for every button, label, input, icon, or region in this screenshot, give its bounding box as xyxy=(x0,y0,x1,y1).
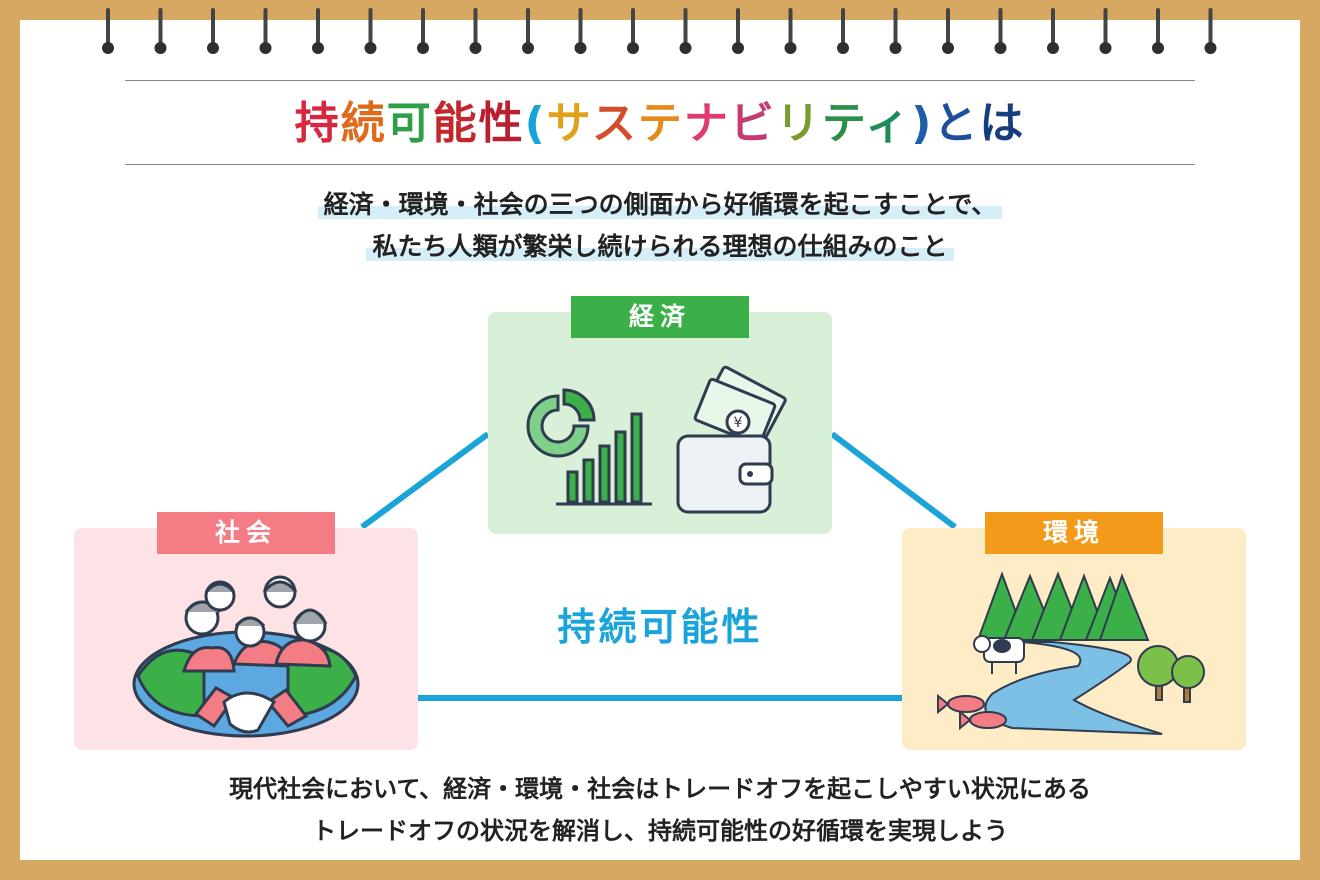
fish-icon xyxy=(937,693,1007,731)
title-char: ( xyxy=(524,98,547,149)
title-char: ィ xyxy=(865,98,912,149)
title-char: は xyxy=(979,98,1026,149)
environment-illustration xyxy=(937,571,1205,735)
pie-chart-icon xyxy=(526,388,596,458)
title-char: リ xyxy=(775,98,822,149)
svg-text:¥: ¥ xyxy=(734,415,743,431)
footer-line-2: トレードオフの状況を解消し、持続可能性の好循環を実現しよう xyxy=(312,817,1008,845)
title-char: サ xyxy=(546,98,592,149)
society-tag: 社会 xyxy=(157,512,335,554)
title-char: 能 xyxy=(432,98,479,149)
title-char: 可 xyxy=(386,98,433,149)
title-char: ビ xyxy=(729,98,776,149)
handshake-icon xyxy=(193,686,309,734)
title-char: テ xyxy=(821,98,866,149)
wallet-icon xyxy=(676,434,774,514)
bar-chart-icon xyxy=(556,412,652,506)
river-icon xyxy=(984,641,1163,735)
lead-text: 経済・環境・社会の三つの側面から好循環を起こすことで、 私たち人類が繁栄し続けら… xyxy=(0,184,1320,268)
center-label: 持続可能性 xyxy=(557,605,763,649)
yen-bill-icon: ¥ xyxy=(693,365,787,447)
title-char: テ xyxy=(637,98,684,149)
fruit-tree-icon xyxy=(1137,645,1205,703)
lead-line-2: 私たち人類が繁栄し続けられる理想の仕組みのこと xyxy=(366,232,954,261)
bottom-rule xyxy=(125,164,1195,165)
forest-icon xyxy=(976,571,1150,641)
title-char: 持 xyxy=(294,98,341,149)
cow-icon xyxy=(973,635,1025,674)
notebook-rings-icon xyxy=(102,8,1217,54)
title-char: ナ xyxy=(683,98,730,149)
lead-line-1: 経済・環境・社会の三つの側面から好循環を起こすことで、 xyxy=(317,190,1003,219)
page-title: 持続可能性(サステナビリティ)とは xyxy=(0,88,1320,160)
economy-tag: 経済 xyxy=(571,296,749,338)
top-rule xyxy=(125,80,1195,81)
footer-text: 現代社会において、経済・環境・社会はトレードオフを起こしやすい状況にある トレー… xyxy=(0,768,1320,852)
title-char: ス xyxy=(591,98,638,149)
environment-tag: 環境 xyxy=(985,512,1163,554)
society-illustration xyxy=(132,575,360,738)
title-char: 続 xyxy=(340,98,387,149)
title-char: と xyxy=(933,98,980,149)
footer-line-1: 現代社会において、経済・環境・社会はトレードオフを起こしやすい状況にある xyxy=(229,775,1091,803)
title-char: ) xyxy=(911,98,934,149)
economy-illustration: ¥ xyxy=(526,365,787,514)
title-char: 性 xyxy=(478,98,525,149)
